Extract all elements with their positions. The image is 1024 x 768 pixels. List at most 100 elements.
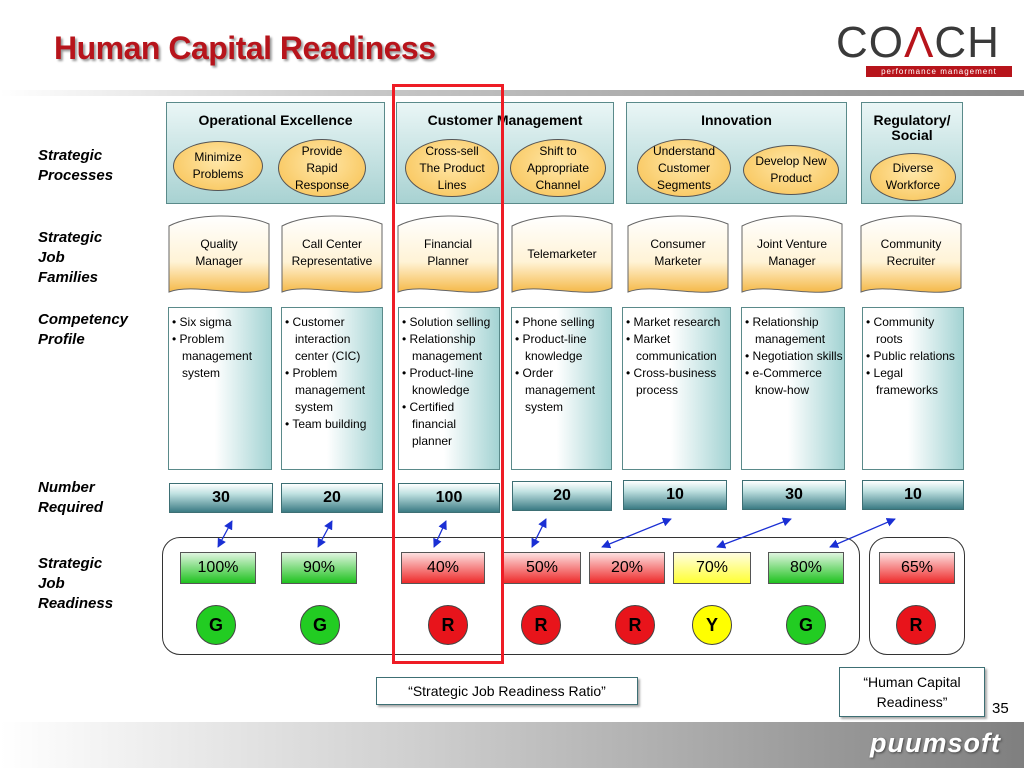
number-required-financial-planner: 100 xyxy=(398,483,500,513)
competency-item: • Market research xyxy=(626,315,721,329)
readiness-pct-quality-manager: 100% xyxy=(180,552,256,584)
document-shape xyxy=(397,215,499,293)
title-divider xyxy=(0,90,1024,96)
number-required-quality-manager: 30 xyxy=(169,483,273,513)
readiness-pct-telemarketer: 50% xyxy=(503,552,581,584)
competency-item: • Community roots xyxy=(866,315,935,346)
competency-financial-planner: • Solution selling • Relationship managem… xyxy=(398,307,500,470)
competency-item: • Solution selling xyxy=(402,315,491,329)
theme-title: Regulatory/ Social xyxy=(873,112,951,143)
number-required-consumer-marketer: 10 xyxy=(623,480,727,510)
competency-joint-venture-manager: • Relationship management• Negotiation s… xyxy=(741,307,845,470)
readiness-pct-joint-venture: 70% xyxy=(673,552,751,584)
competency-item: • Phone selling xyxy=(515,315,595,329)
arrow-connector xyxy=(317,520,333,548)
job-family-telemarketer: Telemarketer xyxy=(511,212,613,298)
competency-item: • Team building xyxy=(285,417,367,431)
competency-item: • Public relations xyxy=(866,349,955,363)
competency-item: • Product-line knowledge xyxy=(402,366,474,397)
theme-title: Customer Management xyxy=(427,112,583,128)
status-dot-overall: R xyxy=(896,605,936,645)
financial-planner-highlight xyxy=(392,84,504,664)
readiness-pct-overall: 65% xyxy=(879,552,955,584)
arrow-connector xyxy=(433,520,447,548)
competency-item: • Six sigma xyxy=(172,315,232,329)
arrow-connector xyxy=(716,517,792,549)
job-family-label: Telemarketer xyxy=(527,247,597,261)
status-dot-joint-venture: Y xyxy=(692,605,732,645)
status-dot-community-recruiter: G xyxy=(786,605,826,645)
coach-logo: COΛCH performance management xyxy=(836,18,1014,78)
status-dot-telemarketer: R xyxy=(521,605,561,645)
document-shape xyxy=(860,215,962,293)
theme-title: Innovation xyxy=(701,112,772,128)
document-shape xyxy=(281,215,383,293)
competency-item: • Cross-business process xyxy=(626,366,717,397)
competency-community-recruiter: • Community roots • Public relations • Leg… xyxy=(862,307,964,470)
document-shape xyxy=(511,215,613,293)
number-required-call-center: 20 xyxy=(281,483,383,513)
ratio-note: “Strategic Job Readiness Ratio” xyxy=(376,677,638,705)
arrow-connector xyxy=(829,518,896,548)
puumsoft-logo: puumsoft xyxy=(870,728,1001,758)
document-shape xyxy=(627,215,729,293)
logo-wordmark: COΛCH xyxy=(836,18,1000,67)
theme-title: Operational Excellence xyxy=(198,112,353,128)
competency-item: • Product-line knowledge xyxy=(515,332,587,363)
document-shape xyxy=(741,215,843,293)
page-number: 35 xyxy=(992,700,1009,717)
competency-call-center-representative: • Customer interaction center (CIC)• Pro… xyxy=(281,307,383,470)
status-dot-financial-planner: R xyxy=(428,605,468,645)
competency-telemarketer: • Phone selling • Product-line knowledge•… xyxy=(511,307,612,470)
status-dot-quality-manager: G xyxy=(196,605,236,645)
arrow-connector xyxy=(531,518,547,548)
competency-item: • Relationship management xyxy=(745,315,826,346)
competency-item: • Legal frameworks xyxy=(866,366,939,397)
number-required-community-recruiter: 10 xyxy=(862,480,964,510)
status-dot-consumer-marketer: R xyxy=(615,605,655,645)
status-dot-call-center: G xyxy=(300,605,340,645)
competency-item: • Problem management system xyxy=(285,366,366,414)
competency-item: • Certified financial planner xyxy=(402,400,457,448)
logo-tagline: performance management xyxy=(866,66,1012,77)
competency-consumer-marketer: • Market research • Market communication•… xyxy=(622,307,731,470)
competency-quality-manager: • Six sigma• Problem management system xyxy=(168,307,272,470)
competency-item: • Market communication xyxy=(626,332,717,363)
readiness-pct-consumer-marketer: 20% xyxy=(589,552,665,584)
document-shape xyxy=(168,215,270,293)
number-required-joint-venture: 30 xyxy=(742,480,846,510)
competency-item: • Relationship management xyxy=(402,332,483,363)
footer-bar xyxy=(0,722,1024,768)
competency-item: • Order management system xyxy=(515,366,596,414)
readiness-pct-call-center: 90% xyxy=(281,552,357,584)
readiness-pct-community-recruiter: 80% xyxy=(768,552,844,584)
readiness-pct-financial-planner: 40% xyxy=(401,552,485,584)
